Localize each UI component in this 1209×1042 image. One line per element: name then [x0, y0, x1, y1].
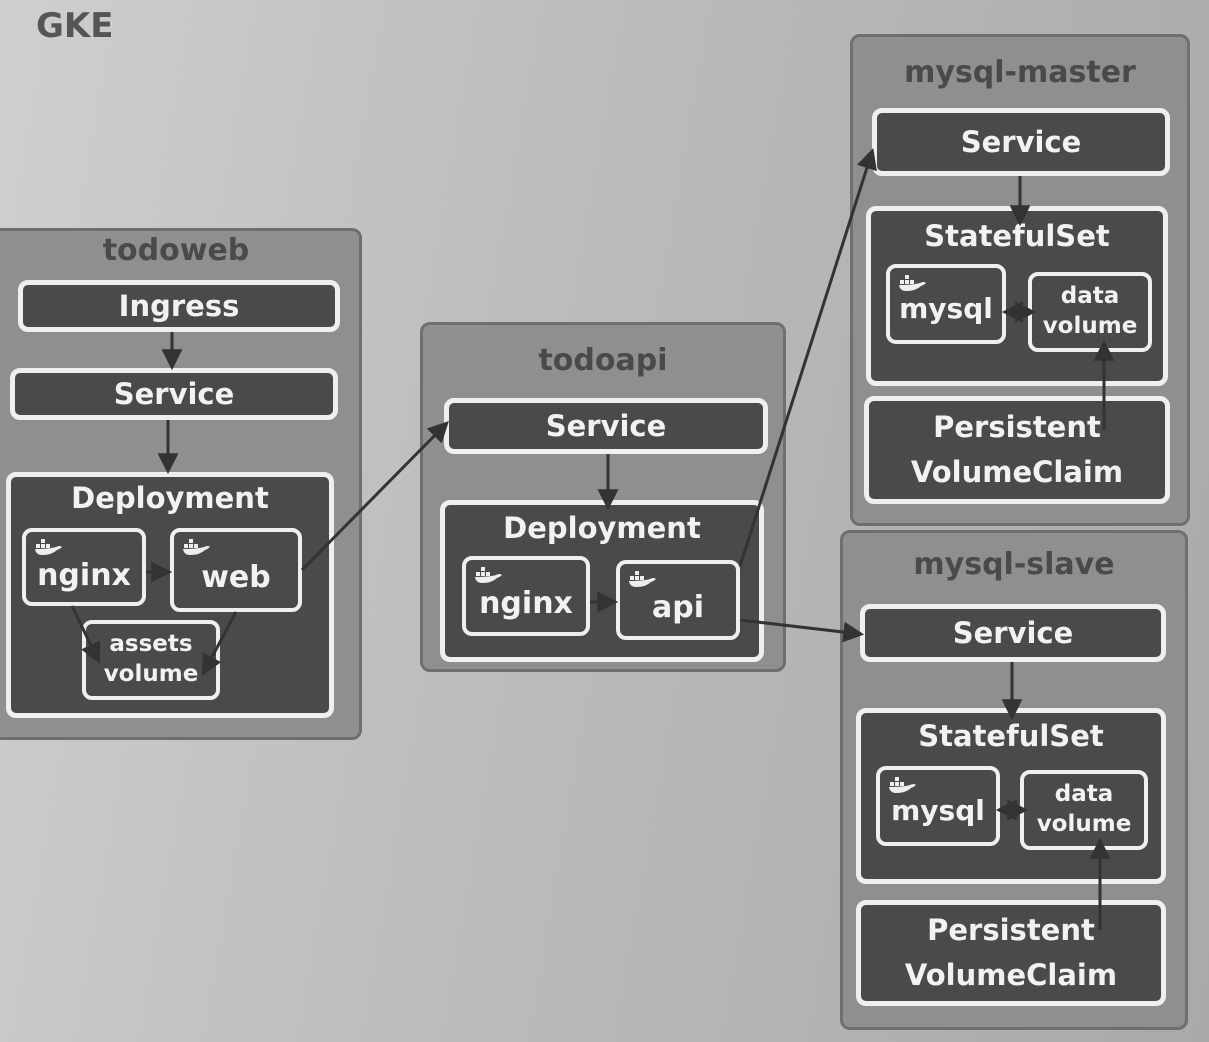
docker-whale-icon: [629, 571, 656, 587]
cluster-title: GKE: [36, 6, 114, 46]
volume-label: volume: [1042, 313, 1138, 339]
docker-whale-icon: [899, 275, 926, 291]
mysql-label: mysql: [891, 793, 985, 827]
pvc-line1: Persistent: [927, 913, 1095, 948]
mysql-master-service[interactable]: Service: [872, 108, 1170, 176]
pvc-line2: VolumeClaim: [904, 958, 1118, 992]
mysql-slave-service[interactable]: Service: [860, 604, 1166, 662]
mysql-slave-data-volume[interactable]: data volume: [1020, 770, 1148, 850]
docker-whale-icon: [183, 539, 210, 555]
volume-label: volume: [103, 661, 199, 687]
arrow-api-to-slave-service: [739, 618, 865, 643]
todoapi-service[interactable]: Service: [444, 398, 768, 454]
nginx-label: nginx: [479, 585, 573, 621]
todoapi-nginx-pod[interactable]: nginx: [462, 556, 590, 636]
docker-whale-icon: [475, 567, 502, 583]
nginx-label: nginx: [37, 557, 131, 593]
todoweb-title: todoweb: [102, 233, 250, 268]
todoweb-service[interactable]: Service: [10, 368, 338, 420]
assets-label: assets: [109, 631, 193, 658]
todoapi-deployment-title: Deployment: [503, 511, 701, 545]
volume-label: volume: [1036, 811, 1132, 837]
data-label: data: [1054, 781, 1114, 808]
pvc-line2: VolumeClaim: [910, 455, 1124, 489]
mysql-label: mysql: [899, 291, 993, 325]
web-label: web: [201, 559, 271, 595]
pvc-line1: Persistent: [933, 410, 1101, 445]
todoweb-ingress[interactable]: Ingress: [18, 280, 340, 332]
arrow-web-to-assets: [202, 611, 238, 676]
todoweb-nginx-pod[interactable]: nginx: [22, 528, 146, 606]
mysql-slave-statefulset-title: StatefulSet: [918, 719, 1104, 753]
mysql-master-pvc[interactable]: Persistent VolumeClaim: [864, 396, 1170, 504]
arrow-nginx-to-assets: [70, 605, 101, 664]
api-label: api: [651, 589, 704, 625]
arrow-web-to-todoapi-service: [300, 421, 449, 572]
mysql-master-mysql-pod[interactable]: mysql: [886, 264, 1006, 344]
arrow-api-to-master-service: [738, 147, 877, 567]
mysql-master-data-volume[interactable]: data volume: [1028, 272, 1152, 352]
mysql-master-title: mysql-master: [904, 55, 1136, 90]
todoapi-api-pod[interactable]: api: [616, 560, 740, 640]
mysql-slave-title: mysql-slave: [913, 547, 1115, 582]
mysql-slave-mysql-pod[interactable]: mysql: [876, 766, 1000, 846]
docker-whale-icon: [889, 777, 916, 793]
todoapi-title: todoapi: [538, 343, 668, 378]
todoweb-assets-volume[interactable]: assets volume: [82, 620, 220, 700]
mysql-slave-pvc[interactable]: Persistent VolumeClaim: [856, 900, 1166, 1006]
docker-whale-icon: [35, 539, 62, 555]
data-label: data: [1060, 283, 1120, 310]
todoweb-deployment-title: Deployment: [71, 481, 269, 515]
